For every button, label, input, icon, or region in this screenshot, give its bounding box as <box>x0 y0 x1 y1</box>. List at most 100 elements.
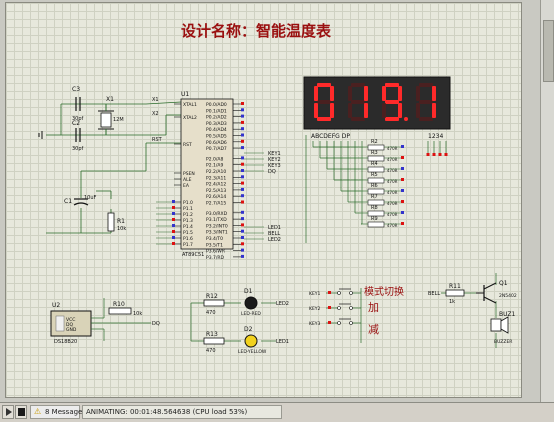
segment-g <box>317 100 331 104</box>
p1-state-marker <box>172 206 175 209</box>
segment-f <box>416 86 420 101</box>
resistor-r2[interactable] <box>367 144 385 151</box>
resistor-r4[interactable] <box>367 166 385 173</box>
resistor-r1[interactable]: R1 10k <box>107 212 126 232</box>
net-key2: KEY2 <box>309 306 321 312</box>
resistor-r3[interactable] <box>367 155 385 162</box>
digit-pin-marker <box>438 153 442 156</box>
segment-b <box>432 86 436 101</box>
resistor-state-marker <box>401 200 404 203</box>
status-bar: ⚠ 8 Message(s) ANIMATING: 00:01:48.56463… <box>0 402 554 422</box>
r11-label: R11 <box>449 283 461 290</box>
q1-type: 2N5402 <box>499 293 517 299</box>
segment-e <box>348 103 352 118</box>
digit-pin-marker <box>432 153 436 156</box>
mcu-ref: U1 <box>181 91 189 98</box>
net-led1: LED1 <box>268 225 281 231</box>
segment-d <box>385 117 399 121</box>
mcu-pin-p0-2: P0.2/AD2 <box>206 115 227 121</box>
r9-value: 470R <box>387 223 398 228</box>
mcu-pin-p2-4: P2.4/A12 <box>206 182 226 188</box>
resistor-state-marker <box>401 156 404 159</box>
resistor-r11[interactable]: R11 1k <box>445 283 465 305</box>
r6-value: 470R <box>387 190 398 195</box>
stop-button[interactable] <box>15 405 27 419</box>
resistor-r7[interactable] <box>367 199 385 206</box>
resistor-r13[interactable]: R13 470 <box>203 331 225 354</box>
buzzer-buz1[interactable]: BUZ1 BUZZER <box>490 311 516 345</box>
schematic-drawing: 设计名称：智能温度表 C3 30pf C2 30pf <box>38 22 517 355</box>
segment-c <box>330 103 334 118</box>
messages-count: 8 Message(s) <box>45 408 92 416</box>
r3-value: 470R <box>387 157 398 162</box>
resistor-r8[interactable] <box>367 210 385 217</box>
mcu-pin-p1-0: P1.0 <box>183 200 193 206</box>
vertical-scrollbar[interactable] <box>540 0 554 402</box>
key-label-plus: 加 <box>368 301 379 314</box>
mcu-pin-p3-6: P3.6/WR <box>206 249 225 255</box>
crystal-x1[interactable]: X1 12M <box>98 96 124 135</box>
mcu-right-pins: P0.0/AD0P0.1/AD1P0.2/AD2P0.3/AD3P0.4/AD4… <box>206 102 244 261</box>
resistor-r10[interactable]: R10 10k <box>108 301 142 317</box>
capacitor-c2[interactable]: C2 30pf <box>72 120 84 152</box>
capacitor-c3[interactable]: C3 30pf <box>72 86 84 122</box>
net-key1: KEY1 <box>309 291 321 297</box>
net-led2: LED2 <box>276 301 289 307</box>
resistor-r5[interactable] <box>367 177 385 184</box>
pin-state-marker <box>241 194 244 198</box>
resistor-r9[interactable] <box>367 221 385 228</box>
r8-label: R8 <box>371 205 378 211</box>
key-wires <box>326 288 362 343</box>
r2-label: R2 <box>371 139 378 145</box>
transistor-q1[interactable]: Q1 2N5402 <box>476 280 517 304</box>
resistor-r6[interactable] <box>367 188 385 195</box>
p1-state-marker <box>172 200 175 203</box>
segment-d <box>419 117 433 121</box>
c3-value: 30pf <box>72 116 84 122</box>
mcu-pin-xtal2: XTAL2 <box>183 115 197 121</box>
key-state-marker <box>328 306 331 309</box>
play-button[interactable] <box>2 405 14 419</box>
sensor-ds18b20[interactable]: U2 VCC DQ GND DS18B20 <box>50 302 92 345</box>
pin-state-marker <box>241 102 244 105</box>
c3-label: C3 <box>72 86 80 93</box>
segment-c <box>432 103 436 118</box>
capacitor-c1[interactable]: C1 10uF <box>64 195 97 206</box>
mcu-pin-p3-1: P3.1/TXD <box>206 217 227 223</box>
messages-panel[interactable]: ⚠ 8 Message(s) <box>30 405 91 419</box>
c2-value: 30pf <box>72 146 84 152</box>
pin-state-marker <box>241 156 244 160</box>
sensor-ref: U2 <box>52 302 60 309</box>
segment-a <box>419 83 433 87</box>
seven-segment-display[interactable]: ABCDEFG DP 1234 <box>303 76 451 140</box>
p1-state-marker <box>172 212 175 215</box>
led-d1-red[interactable]: D1 LED-RED <box>241 288 261 317</box>
mcu-pin-p3-5: P3.5/T1 <box>206 242 223 248</box>
segment-e <box>416 103 420 118</box>
mcu-at89c51[interactable]: U1 AT89C51 XTAL1XTAL2RSTPSENALEEAP1.0P1.… <box>174 91 244 261</box>
segment-e <box>314 103 318 118</box>
r13-label: R13 <box>206 331 218 338</box>
r12-value: 470 <box>206 310 216 316</box>
net-x1: X1 <box>152 97 159 103</box>
segment-e <box>382 103 386 118</box>
sensor-pin-vcc: VCC <box>66 317 75 323</box>
mcu-pin-p0-5: P0.5/AD5 <box>206 134 227 140</box>
scrollbar-thumb[interactable] <box>543 20 554 82</box>
resistor-state-marker <box>401 178 404 181</box>
schematic-canvas[interactable]: 设计名称：智能温度表 C3 30pf C2 30pf <box>5 2 522 398</box>
p1-wires <box>156 200 175 245</box>
net-bell: BELL <box>268 231 280 237</box>
led-d2-yellow[interactable]: D2 LED-YELLOW <box>238 326 267 355</box>
r11-value: 1k <box>449 299 455 305</box>
segment-g <box>385 100 399 104</box>
resistor-r12[interactable]: R12 470 <box>203 293 225 316</box>
key-state-marker <box>328 291 331 294</box>
c1-value: 10uF <box>84 195 97 201</box>
segment-a <box>385 83 399 87</box>
sensor-wires <box>91 298 151 341</box>
pin-state-marker <box>241 248 244 252</box>
r5-label: R5 <box>371 172 378 178</box>
mcu-pin-p0-3: P0.3/AD3 <box>206 121 227 127</box>
